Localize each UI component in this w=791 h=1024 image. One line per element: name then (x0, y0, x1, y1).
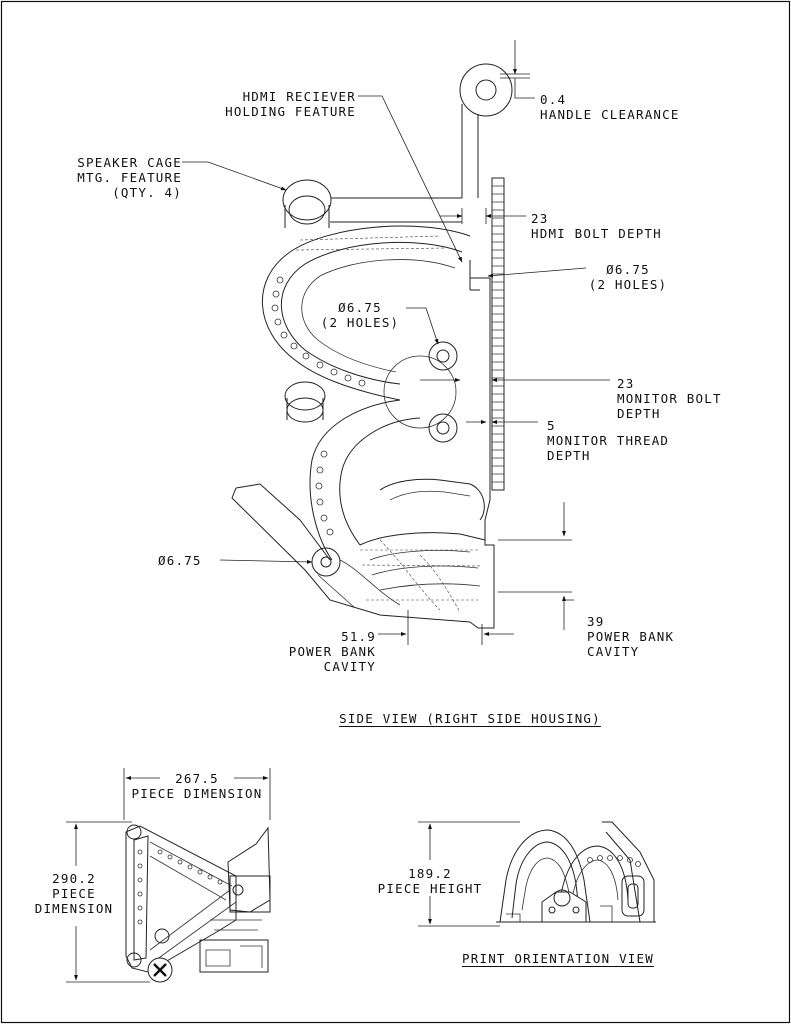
callout-line: 23 (531, 211, 549, 226)
monitor-thread-depth-callout: 5 MONITOR THREAD DEPTH (547, 418, 669, 463)
print-orientation-drawing (418, 821, 656, 927)
hole-left-callout: Ø6.75 (2 HOLES) (312, 300, 408, 330)
callout-line: 5 (547, 418, 556, 433)
side-view-housing-drawing (231, 63, 513, 629)
callout-line: POWER BANK (288, 644, 376, 659)
callout-line: MTG. FEATURE (77, 170, 182, 185)
hdmi-bolt-depth-callout: 23 HDMI BOLT DEPTH (531, 211, 662, 241)
callout-line: CAVITY (587, 644, 640, 659)
callout-line: 39 (587, 614, 605, 629)
piece-height-dimension: 290.2 PIECE DIMENSION (24, 871, 124, 916)
print-height-dimension: 189.2 PIECE HEIGHT (370, 866, 490, 896)
callout-line: Ø6.75 (158, 553, 202, 568)
dimension-line: DIMENSION (34, 901, 114, 916)
callout-line: HDMI BOLT DEPTH (531, 226, 662, 241)
side-view-dimensions (182, 40, 610, 645)
dimension-line: 189.2 (408, 866, 452, 881)
callout-line: Ø6.75 (338, 300, 382, 315)
handle-clearance-callout: 0.4 HANDLE CLEARANCE (540, 92, 680, 122)
callout-line: DEPTH (617, 406, 661, 421)
print-orientation-title: PRINT ORIENTATION VIEW (462, 951, 654, 966)
dimension-line: 290.2 (52, 871, 96, 886)
hole-right-callout: Ø6.75 (2 HOLES) (580, 262, 676, 292)
callout-line: 51.9 (341, 629, 376, 644)
callout-line: CAVITY (323, 659, 376, 674)
callout-line: DEPTH (547, 448, 591, 463)
callout-line: HANDLE CLEARANCE (540, 107, 680, 122)
piece-width-dimension: 267.5 PIECE DIMENSION (120, 771, 274, 801)
callout-line: (QTY. 4) (112, 185, 182, 200)
piece-dimension-drawing (66, 768, 271, 983)
callout-line: Ø6.75 (606, 262, 650, 277)
callout-line: MONITOR THREAD (547, 433, 670, 448)
hdmi-holding-feature-callout: HDMI RECIEVER HOLDING FEATURE (200, 89, 356, 119)
callout-line: (2 HOLES) (588, 277, 668, 292)
callout-line: 23 (617, 376, 635, 391)
single-hole-callout: Ø6.75 (158, 553, 202, 568)
callout-line: 0.4 (540, 92, 567, 107)
power-bank-width-callout: 51.9 POWER BANK CAVITY (270, 629, 376, 674)
dimension-line: PIECE HEIGHT (377, 881, 483, 896)
speaker-cage-callout: SPEAKER CAGE MTG. FEATURE (QTY. 4) (58, 155, 182, 200)
power-bank-height-callout: 39 POWER BANK CAVITY (587, 614, 674, 659)
dimension-line: PIECE (52, 886, 96, 901)
callout-line: HDMI RECIEVER (242, 89, 356, 104)
side-view-title: SIDE VIEW (RIGHT SIDE HOUSING) (339, 711, 601, 726)
callout-line: SPEAKER CAGE (77, 155, 182, 170)
dimension-line: 267.5 (172, 771, 222, 786)
callout-line: (2 HOLES) (320, 315, 400, 330)
dimension-line: PIECE DIMENSION (131, 786, 263, 801)
monitor-bolt-depth-callout: 23 MONITOR BOLT DEPTH (617, 376, 722, 421)
callout-line: HOLDING FEATURE (225, 104, 356, 119)
callout-line: MONITOR BOLT (617, 391, 722, 406)
callout-line: POWER BANK (587, 629, 675, 644)
